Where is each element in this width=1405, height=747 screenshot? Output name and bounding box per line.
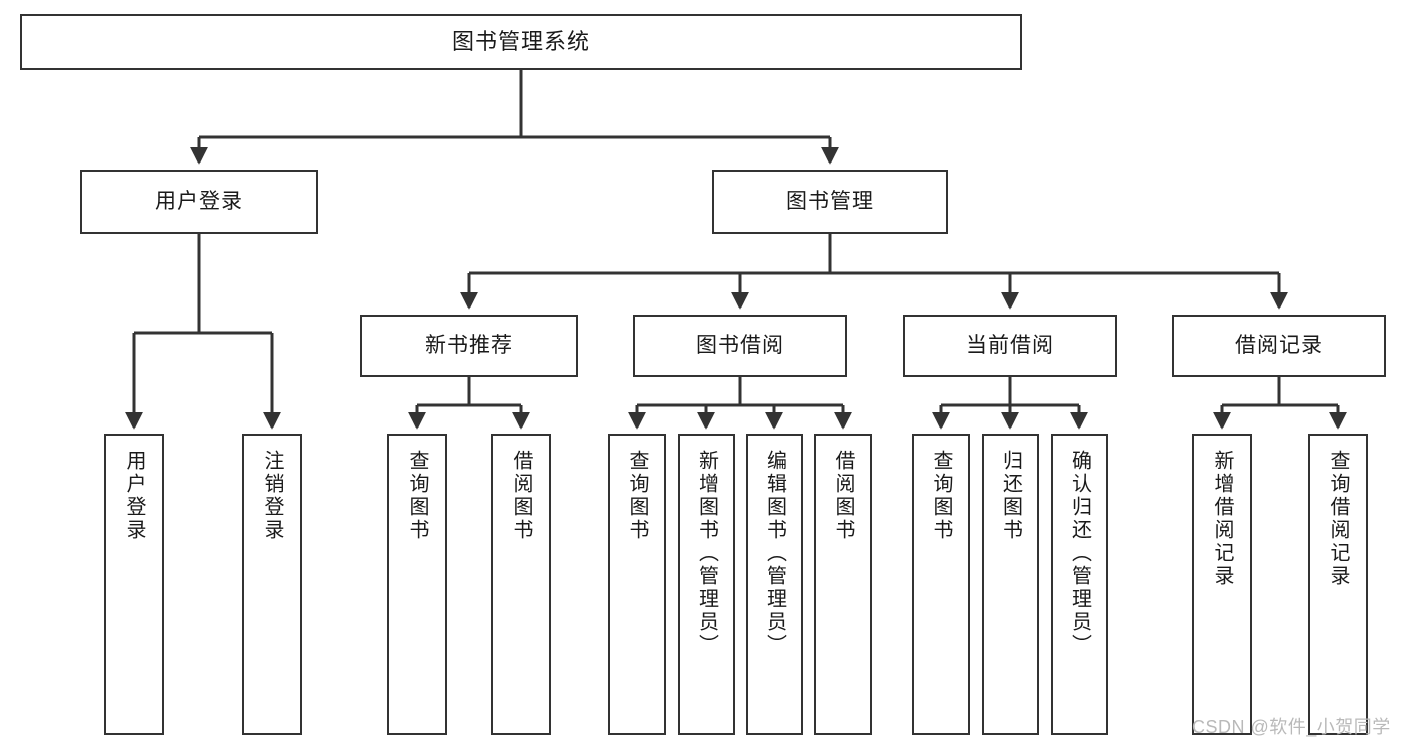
leaf-br-add-record-label: 新增借阅记录 — [1211, 450, 1233, 588]
node-book-borrow[interactable]: 图书借阅 — [633, 315, 847, 377]
leaf-cb-confirm-return[interactable]: 确认归还（管理员） — [1051, 434, 1108, 735]
leaf-nb-borrow-book-label: 借阅图书 — [510, 450, 532, 542]
leaf-user-login-label: 用户登录 — [123, 450, 145, 542]
leaf-user-login[interactable]: 用户登录 — [104, 434, 164, 735]
leaf-bb-edit-book-label: 编辑图书（管理员） — [763, 450, 786, 657]
leaf-logout[interactable]: 注销登录 — [242, 434, 302, 735]
node-book-management[interactable]: 图书管理 — [712, 170, 948, 234]
node-new-book-recommend[interactable]: 新书推荐 — [360, 315, 578, 377]
leaf-bb-add-book[interactable]: 新增图书（管理员） — [678, 434, 735, 735]
node-current-borrow[interactable]: 当前借阅 — [903, 315, 1117, 377]
leaf-bb-edit-book[interactable]: 编辑图书（管理员） — [746, 434, 803, 735]
leaf-nb-query-book[interactable]: 查询图书 — [387, 434, 447, 735]
leaf-cb-confirm-return-label: 确认归还（管理员） — [1068, 450, 1091, 657]
leaf-nb-query-book-label: 查询图书 — [406, 450, 428, 542]
node-user-login-label: 用户登录 — [155, 189, 243, 213]
leaf-logout-label: 注销登录 — [261, 450, 283, 542]
leaf-bb-query-book[interactable]: 查询图书 — [608, 434, 666, 735]
leaf-br-query-record[interactable]: 查询借阅记录 — [1308, 434, 1368, 735]
watermark-text: CSDN @软件_小贺同学 — [1192, 717, 1391, 737]
leaf-cb-return-book[interactable]: 归还图书 — [982, 434, 1039, 735]
node-borrow-record-label: 借阅记录 — [1235, 333, 1323, 357]
node-book-management-label: 图书管理 — [786, 189, 874, 213]
leaf-nb-borrow-book[interactable]: 借阅图书 — [491, 434, 551, 735]
leaf-cb-return-book-label: 归还图书 — [999, 450, 1022, 542]
node-book-borrow-label: 图书借阅 — [696, 333, 784, 357]
leaf-cb-query-book-label: 查询图书 — [930, 450, 952, 542]
leaf-bb-add-book-label: 新增图书（管理员） — [695, 450, 718, 657]
leaf-cb-query-book[interactable]: 查询图书 — [912, 434, 970, 735]
leaf-bb-query-book-label: 查询图书 — [626, 450, 648, 542]
node-root-system-label: 图书管理系统 — [451, 29, 590, 55]
node-borrow-record[interactable]: 借阅记录 — [1172, 315, 1386, 377]
leaf-br-add-record[interactable]: 新增借阅记录 — [1192, 434, 1252, 735]
node-current-borrow-label: 当前借阅 — [966, 333, 1054, 357]
leaf-br-query-record-label: 查询借阅记录 — [1327, 450, 1349, 588]
node-root-system[interactable]: 图书管理系统 — [20, 14, 1022, 70]
leaf-bb-borrow-book-label: 借阅图书 — [832, 450, 854, 542]
node-new-book-recommend-label: 新书推荐 — [425, 333, 513, 357]
node-user-login[interactable]: 用户登录 — [80, 170, 318, 234]
leaf-bb-borrow-book[interactable]: 借阅图书 — [814, 434, 872, 735]
